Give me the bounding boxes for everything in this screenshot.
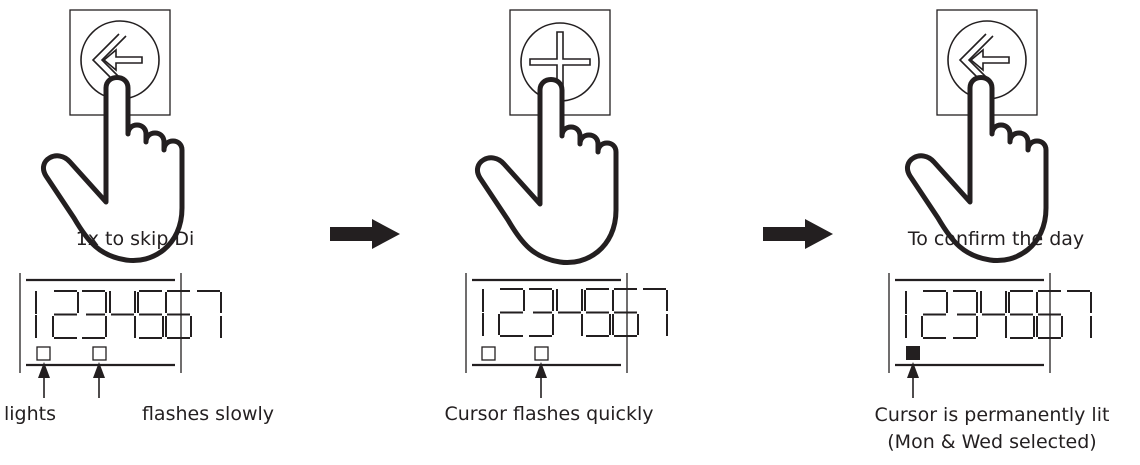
day-marker-1 — [481, 346, 496, 361]
annotation-lights: lights — [4, 403, 56, 425]
annotation-mon-wed-selected: (Mon & Wed selected) — [887, 431, 1096, 453]
display-digits — [35, 290, 222, 339]
display-digits — [905, 290, 1092, 339]
pointer-arrows — [38, 362, 105, 398]
step-3: To confirm the day Cursor is permanently… — [875, 9, 1110, 453]
step-caption: To confirm the day — [907, 228, 1084, 250]
lcd-display — [887, 271, 1092, 375]
right-arrow-icon — [763, 219, 833, 249]
pointer-arrow — [907, 362, 919, 398]
day-marker-3 — [92, 346, 107, 361]
annotation-flashes-slowly: flashes slowly — [142, 403, 274, 425]
day-marker-3 — [534, 346, 549, 361]
lcd-display — [464, 271, 668, 375]
step-1: 1x to skip Di lights flashes slowly — [4, 9, 274, 425]
pointer-arrow — [535, 362, 547, 398]
step-2: Cursor flashes quickly — [444, 9, 668, 425]
display-digits — [482, 288, 668, 337]
annotation-cursor-flashes-quickly: Cursor flashes quickly — [444, 403, 653, 425]
step-caption: 1x to skip Di — [76, 228, 195, 250]
annotation-cursor-permanently-lit: Cursor is permanently lit — [875, 404, 1110, 426]
day-marker-1-selected — [906, 346, 920, 360]
day-marker-1 — [36, 346, 51, 361]
right-arrow-icon — [330, 219, 400, 249]
lcd-display — [18, 271, 222, 375]
